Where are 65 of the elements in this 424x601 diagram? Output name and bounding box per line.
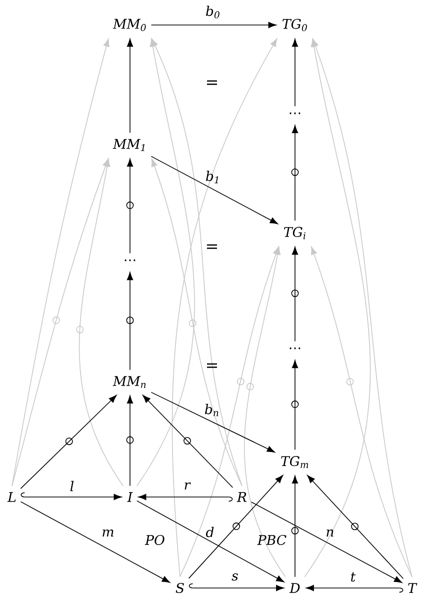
math-object: TG$_{0}$: [282, 18, 307, 32]
math-object: R: [236, 492, 247, 502]
arrow: [291, 125, 299, 222]
arrow: [291, 246, 299, 342]
arrow: [136, 500, 284, 582]
arrow: [150, 392, 276, 453]
arrow: [180, 246, 279, 578]
arrow: [312, 38, 412, 578]
math-object: S: [176, 582, 184, 594]
arrow: [292, 38, 298, 107]
edge-label: l: [70, 480, 74, 492]
arrow: [126, 272, 134, 370]
equals-sign: =: [206, 80, 217, 85]
math-object: I: [127, 492, 133, 502]
arrow: [138, 494, 233, 502]
math-object: MM$_{1}$: [112, 138, 144, 152]
arrow: [126, 395, 134, 486]
arrow: [142, 394, 234, 488]
math-object: ⋯: [124, 260, 136, 262]
arrow: [307, 475, 404, 580]
edge-label: r: [184, 482, 191, 490]
arrow: [126, 158, 134, 254]
math-object: MM$_{n}$: [112, 376, 146, 388]
edge-label: b$_{0}$: [206, 6, 220, 18]
arrow: [20, 394, 117, 489]
arrow: [306, 584, 404, 593]
edge-label: d: [206, 526, 214, 538]
equals-sign: =: [206, 363, 217, 368]
arrow: [76, 158, 124, 486]
arrow: [291, 360, 299, 450]
arrow: [150, 22, 276, 28]
arrow: [172, 38, 278, 578]
arrow: [20, 501, 170, 583]
math-object: ⋯: [290, 348, 300, 350]
math-object: TG$_{m}$: [281, 456, 308, 468]
arrow: [304, 38, 371, 578]
math-object: TG$_{i}$: [284, 226, 306, 240]
arrow: [244, 246, 286, 578]
region-label: PO: [144, 534, 164, 546]
arrow: [150, 156, 278, 224]
arrow: [20, 492, 122, 500]
edge-label: b$_{1}$: [206, 170, 218, 184]
arrow: [126, 38, 134, 134]
edge-label: n: [326, 529, 334, 537]
edge-label: b$_{n}$: [204, 404, 218, 416]
edge-label: m: [102, 529, 114, 537]
arrow: [136, 38, 195, 486]
arrow: [12, 158, 109, 486]
arrow: [291, 476, 299, 578]
math-object: MM$_{0}$: [112, 18, 146, 32]
math-object: T: [408, 583, 418, 593]
arrow: [151, 158, 242, 486]
equals-sign: =: [206, 244, 217, 249]
region-label: PBC: [257, 534, 286, 546]
math-object: ⋯: [290, 112, 300, 114]
arrow: [311, 246, 412, 578]
arrow: [152, 38, 242, 486]
math-object: L: [7, 492, 16, 502]
arrow: [188, 583, 284, 592]
edge-label: s: [232, 573, 238, 581]
arrow: [188, 475, 284, 579]
arrow: [12, 38, 110, 486]
math-object: D: [289, 583, 300, 593]
edge-label: t: [351, 572, 356, 582]
arrow: [250, 502, 402, 583]
